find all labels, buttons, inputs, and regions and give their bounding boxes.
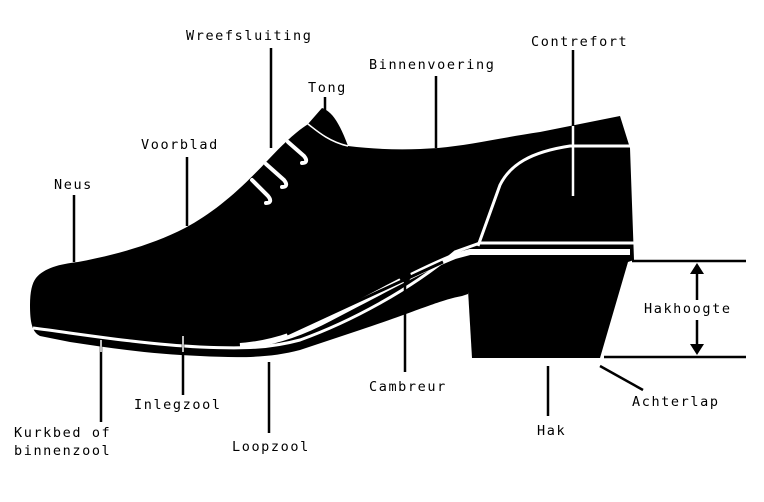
lace-eyelets (250, 140, 309, 205)
label-wreefsluiting: Wreefsluiting (186, 28, 313, 44)
arrow-down-icon (690, 344, 704, 355)
label-kurkbed-line1: Kurkbed of (14, 425, 112, 441)
label-contrefort: Contrefort (531, 34, 629, 50)
label-cambreur: Cambreur (369, 379, 447, 395)
shoe-upper-shape (30, 110, 634, 358)
label-kurkbed-line2: binnenzool (14, 443, 112, 459)
sole-leader-white-segments (100, 336, 184, 352)
leader-achterlap (599, 364, 644, 392)
label-voorblad: Voorblad (141, 137, 219, 153)
label-inlegzool: Inlegzool (134, 397, 222, 413)
leader-lines (72, 48, 746, 433)
collar-seam (307, 123, 349, 147)
contrefort-seam (476, 144, 634, 247)
label-achterlap: Achterlap (632, 394, 720, 410)
cambreur-shank-line (286, 260, 444, 336)
label-binnenvoering: Binnenvoering (369, 57, 496, 73)
tongue-shape (308, 108, 346, 146)
label-hakhoogte: Hakhoogte (644, 301, 732, 317)
heel-block-shape (468, 262, 628, 358)
label-hak: Hak (537, 423, 567, 439)
label-tong: Tong (308, 80, 347, 96)
label-loopzool: Loopzool (232, 439, 310, 455)
arrow-up-icon (690, 263, 704, 274)
label-neus: Neus (54, 177, 93, 193)
